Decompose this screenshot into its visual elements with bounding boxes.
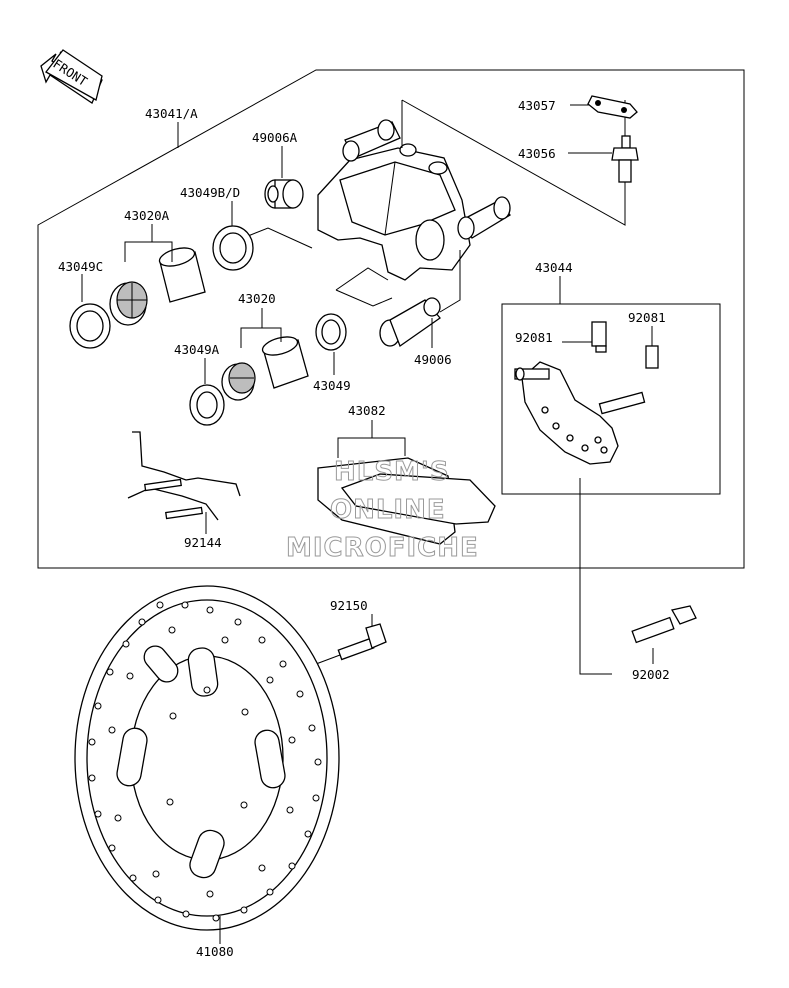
label-92150: 92150 <box>330 598 368 613</box>
seal-43049 <box>315 313 347 351</box>
label-43082: 43082 <box>348 403 386 418</box>
watermark: HLSM'S ONLINE MICROFICHE <box>286 457 479 564</box>
label-43049: 43049 <box>313 378 351 393</box>
piston-43020a <box>158 247 206 303</box>
piston-43020 <box>261 336 309 389</box>
label-43057: 43057 <box>518 98 556 113</box>
label-92144: 92144 <box>184 535 222 550</box>
brake-disc-41080 <box>74 585 340 931</box>
label-41080: 41080 <box>196 944 234 959</box>
spring-92144 <box>127 431 241 521</box>
label-43049c: 43049C <box>58 259 103 274</box>
pin-92081-left <box>591 321 607 353</box>
watermark-line-3: MICROFICHE <box>286 533 479 563</box>
label-43020: 43020 <box>238 291 276 306</box>
bracket-box-43044 <box>501 303 721 495</box>
label-43056: 43056 <box>518 146 556 161</box>
label-43049b-d: 43049B/D <box>180 185 240 200</box>
caliper-bracket <box>514 361 646 465</box>
label-92081-left: 92081 <box>515 330 553 345</box>
boot-49006 <box>379 297 441 348</box>
label-92081-right: 92081 <box>628 310 666 325</box>
bleed-valve-43056 <box>611 135 639 183</box>
bolt-92002 <box>631 605 697 644</box>
front-arrow-icon: FRONT <box>40 49 103 104</box>
disc-holes <box>88 601 322 922</box>
seal-43049c <box>69 303 111 349</box>
watermark-line-1: HLSM'S <box>334 457 450 487</box>
label-43044: 43044 <box>535 260 573 275</box>
label-49006a: 49006A <box>252 130 298 145</box>
insulator-43020a <box>109 281 148 326</box>
pin-92081-right <box>645 345 659 369</box>
insulator-43020 <box>221 362 256 401</box>
bolt-92150 <box>337 623 387 661</box>
label-43020a: 43020A <box>124 208 170 223</box>
label-43049a: 43049A <box>174 342 220 357</box>
boot-49006a <box>264 179 304 209</box>
brake-pads-43082 <box>317 457 496 545</box>
caliper-body <box>317 119 511 281</box>
cap-43057 <box>587 95 638 119</box>
watermark-line-2: ONLINE <box>330 495 446 525</box>
seal-43049bd <box>212 225 254 271</box>
seal-43049a <box>189 384 225 426</box>
label-49006: 49006 <box>414 352 452 367</box>
label-43041-a: 43041/A <box>145 106 198 121</box>
caliper-assembly-frame <box>37 69 745 569</box>
label-92002: 92002 <box>632 667 670 682</box>
